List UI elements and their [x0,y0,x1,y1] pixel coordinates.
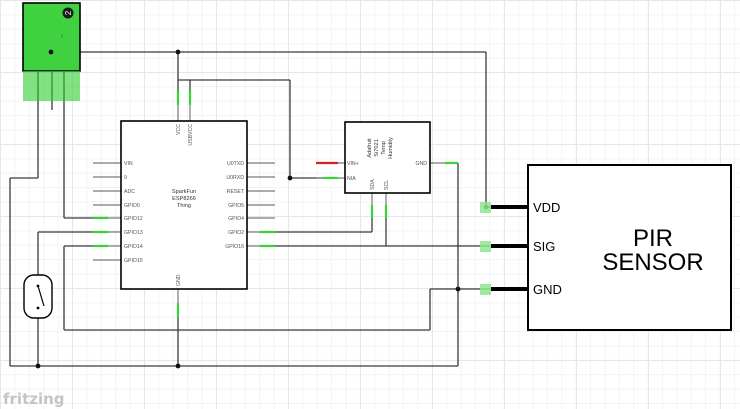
esp-right-pin-label: RESET [227,189,245,195]
si-title: Si7021 [374,139,380,156]
esp-left-pin-label: GPIO0 [124,203,140,209]
si-body [344,121,431,194]
esp-right-pin-label: GPIO4 [228,216,244,222]
esp-title: Thing [177,203,191,209]
esp-left-pin-label: ADC [124,189,135,195]
si7021-module[interactable]: VIN+ NIA SDA SCL GND Adafruit Si7021 Tem… [316,121,458,218]
pir-pin-marker [480,202,491,213]
esp-right-pin-label: GPIO2 [228,230,244,236]
pir-title: SENSOR [602,249,703,276]
esp-body [120,120,248,290]
wires [9,51,528,367]
regulator-mark-icon [62,7,74,19]
si-title: Temp [381,141,387,155]
pir-pin-label: SIG [533,239,555,254]
fritzing-logo: fritzing [3,390,65,408]
esp-right-pin-label: U0RXD [226,175,244,181]
junction-dot [175,363,181,369]
si-pin-label: GND [415,161,427,167]
pir-pin-label: GND [533,282,562,297]
junction-dot [175,49,181,55]
esp-left-pin-label: GPIO14 [124,244,143,250]
esp-left-pin-label: GPIO15 [124,258,143,264]
pir-pin-marker [480,241,491,252]
esp8266-module[interactable]: VIN 9 ADC GPIO0 GPIO12 GPIO13 GPIO14 GPI… [93,90,275,318]
junction-dot [287,175,293,181]
pir-body [527,164,732,331]
regulator-label: ~ [60,34,66,38]
esp-right-pin-label: GPIO5 [228,203,244,209]
esp-title: SparkFun [172,189,196,195]
esp-title: ESP8266 [172,196,196,202]
esp-left-pin-label: GPIO13 [124,230,143,236]
junction-dot [455,286,461,292]
pir-pin-label: VDD [533,200,560,215]
voltage-regulator[interactable]: 2 ~ [22,2,81,101]
pir-pin-marker [480,284,491,295]
esp-left-pin-label: VIN [124,161,133,167]
si-title: Humidity [388,137,394,159]
esp-right-pin-label: GPIO16 [225,244,244,250]
si-pin-label: NIA [347,176,356,182]
si-pin-label: SCL [384,180,390,190]
switch-lever [37,285,45,307]
junctions [35,49,489,369]
esp-left-pin-label: GPIO12 [124,216,143,222]
si-pin-label: SDA [370,179,376,190]
switch-contact [36,284,40,288]
pushbutton-switch[interactable] [23,274,53,319]
si-pin-label: VIN+ [347,161,359,167]
esp-bottom-pin-label: GND [176,274,182,286]
esp-top-pin-label: USBVCC [188,124,194,146]
switch-contact [36,306,40,310]
regulator-output-dot [48,49,54,55]
switch-body [23,274,53,319]
pir-title: PIR [633,225,673,252]
pir-sensor[interactable]: VDD SIG GND PIR SENSOR [480,164,732,331]
junction-dot [35,363,41,369]
regulator-mark-glyph: 2 [64,10,73,15]
esp-right-pin-label: U0TXD [227,161,244,167]
esp-left-pin-label: 9 [124,175,127,181]
esp-top-pin-label: VCC [176,124,182,135]
si-title: Adafruit [367,138,373,158]
